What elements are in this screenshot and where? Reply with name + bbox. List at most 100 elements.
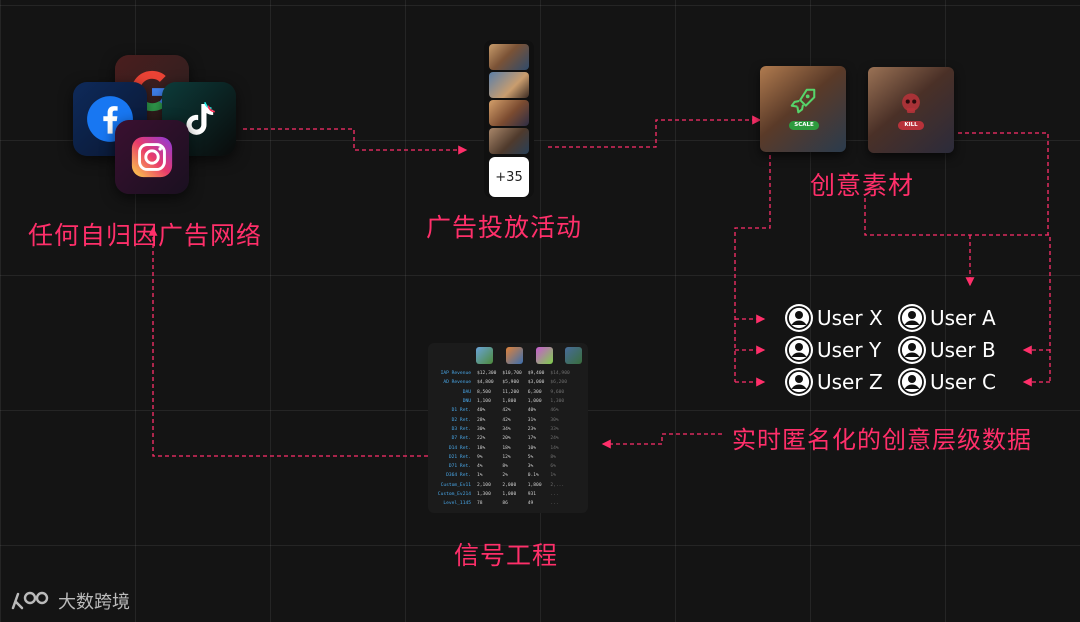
table-row: D7 Ret.22%20%17%24% bbox=[432, 434, 573, 443]
table-cell: 1,000 bbox=[502, 492, 517, 497]
table-cell: 40% bbox=[477, 408, 486, 414]
table-cell: 49 bbox=[527, 501, 534, 507]
table-row: D1 Ret.40%42%40%46% bbox=[432, 406, 573, 415]
watermark: 大数跨境 bbox=[10, 588, 130, 614]
table-cell: $14,900 bbox=[550, 371, 570, 377]
campaign-strip: +35 bbox=[484, 40, 534, 198]
table-cell: 1,800 bbox=[502, 399, 517, 405]
row-label: D21 Ret. bbox=[448, 454, 471, 460]
row-label: D71 Ret. bbox=[448, 464, 471, 470]
tiktok-icon bbox=[186, 102, 215, 135]
table-cell: 86 bbox=[502, 501, 508, 507]
row-label: D7 Ret. bbox=[451, 436, 471, 442]
table-cell: 20% bbox=[502, 436, 511, 442]
table-cell: 4% bbox=[477, 464, 483, 470]
row-label: D364 Ret. bbox=[446, 473, 471, 479]
table-row: D14 Ret.18%18%10%14% bbox=[432, 443, 573, 452]
table-cell: 30% bbox=[550, 417, 559, 423]
scale-badge: SCALE bbox=[789, 121, 819, 130]
table-cell: 18% bbox=[477, 445, 486, 451]
table-cell: 8,500 bbox=[477, 389, 491, 395]
table-cell: 931 bbox=[527, 492, 537, 497]
connector-signal-networks bbox=[148, 226, 428, 457]
user-label: User B bbox=[930, 338, 996, 362]
table-cell: 6,300 bbox=[527, 389, 542, 395]
game-icon bbox=[565, 347, 582, 364]
connector-campaigns-creatives bbox=[548, 115, 762, 148]
row-label: D2 Ret. bbox=[451, 417, 471, 423]
table-cell: $4,800 bbox=[477, 380, 494, 386]
table-cell: 42% bbox=[502, 417, 511, 423]
table-cell: 23% bbox=[527, 426, 537, 432]
table-cell: $5,900 bbox=[502, 380, 519, 386]
row-label: D1 Ret. bbox=[451, 408, 471, 414]
table-cell: 9,600 bbox=[550, 389, 565, 395]
more-campaigns-count[interactable]: +35 bbox=[489, 157, 529, 197]
user-icon bbox=[898, 304, 926, 332]
user-label: User C bbox=[930, 370, 996, 394]
table-cell: 78 bbox=[477, 501, 483, 507]
table-cell: 5% bbox=[527, 454, 534, 460]
creative-card-scale[interactable]: SCALE bbox=[760, 66, 846, 152]
kill-badge: KILL bbox=[898, 121, 924, 130]
row-label: D14 Ret. bbox=[448, 445, 471, 451]
skull-icon bbox=[902, 93, 920, 113]
table-cell: 1% bbox=[477, 473, 483, 479]
table-cell: 1,300 bbox=[477, 492, 491, 497]
connector-realtime-signal bbox=[601, 433, 722, 449]
campaign-thumb bbox=[489, 100, 529, 126]
campaign-thumb bbox=[489, 128, 529, 154]
user-icon bbox=[898, 368, 926, 396]
table-cell: 24% bbox=[550, 436, 559, 442]
table-cell: 9% bbox=[477, 454, 483, 460]
table-row: D364 Ret.1%2%0.1%1% bbox=[432, 471, 573, 480]
creatives-label: 创意素材 bbox=[810, 171, 915, 200]
game-icon bbox=[476, 347, 493, 364]
campaign-thumb bbox=[489, 72, 529, 98]
table-cell: 11,200 bbox=[502, 389, 519, 395]
realtime-data-label: 实时匿名化的创意层级数据 bbox=[732, 426, 1032, 454]
creative-card-kill[interactable]: KILL bbox=[868, 67, 954, 153]
connector-creatives-users-left bbox=[734, 155, 771, 382]
game-icon bbox=[536, 347, 553, 364]
instagram-tile bbox=[115, 120, 189, 194]
table-cell: 14% bbox=[550, 445, 559, 451]
table-cell: 1,800 bbox=[527, 482, 542, 488]
table-cell: $6,200 bbox=[550, 380, 567, 386]
table-cell: 6% bbox=[550, 464, 556, 470]
table-cell: $12,300 bbox=[477, 371, 497, 377]
signal-engineering-label: 信号工程 bbox=[454, 541, 559, 570]
table-row: AD Revenue$4,800$5,900$3,000$6,200 bbox=[432, 378, 573, 387]
table-cell: 12% bbox=[502, 454, 511, 460]
table-cell: 3% bbox=[527, 464, 534, 470]
user-label: User X bbox=[817, 306, 883, 330]
table-cell: 2,100 bbox=[477, 482, 491, 488]
logo-icon bbox=[11, 591, 49, 610]
table-cell: $9,400 bbox=[527, 371, 545, 377]
table-cell: 1,300 bbox=[550, 399, 565, 405]
table-cell: $10,700 bbox=[502, 371, 522, 377]
table-row: D21 Ret.9%12%5%8% bbox=[432, 453, 573, 462]
table-cell: 1,100 bbox=[477, 399, 491, 405]
table-cell: 1,000 bbox=[527, 399, 542, 405]
campaign-thumb bbox=[489, 44, 529, 70]
campaigns-label: 广告投放活动 bbox=[426, 213, 583, 242]
user-y: User Y bbox=[785, 336, 881, 364]
row-label: D3 Ret. bbox=[451, 426, 471, 432]
table-cell: ... bbox=[550, 501, 559, 507]
table-cell: 2% bbox=[502, 473, 508, 479]
table-row: D3 Ret.30%34%23%33% bbox=[432, 425, 573, 434]
table-row: IAP Revenue$12,300$10,700$9,400$14,900 bbox=[432, 369, 573, 378]
table-cell: $3,000 bbox=[527, 380, 545, 386]
user-icon bbox=[785, 304, 813, 332]
table-cell: 18% bbox=[502, 445, 511, 451]
game-icon bbox=[506, 347, 523, 364]
table-cell: 46% bbox=[550, 408, 559, 414]
user-a: User A bbox=[898, 304, 996, 332]
